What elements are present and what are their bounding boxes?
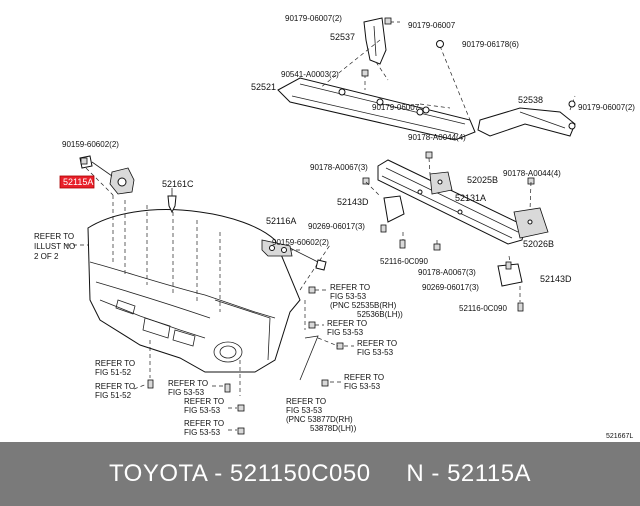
drawing-number: 521667L bbox=[606, 433, 633, 440]
fasteners-upper bbox=[361, 17, 576, 114]
label-52116a: 52116A bbox=[266, 216, 296, 226]
label-90159-60602-2-mid: 90159-60602(2) bbox=[272, 238, 329, 247]
refer-a-line1: REFER TO bbox=[330, 283, 370, 292]
refer-a-line2: FIG 53-53 bbox=[330, 292, 367, 301]
label-52116-0c090-left: 52116-0C090 bbox=[380, 257, 428, 266]
bracket-52537 bbox=[363, 17, 389, 81]
label-90269-06017-3-left: 90269-06017(3) bbox=[308, 222, 365, 231]
refer-c-line1: REFER TO bbox=[95, 359, 135, 368]
label-90179-06007-mid: 90179-06007 bbox=[372, 103, 420, 112]
fog-lamp-bracket bbox=[299, 335, 339, 381]
reference-callouts: REFER TO ILLUST NO 2 OF 2 REFER TO FIG 5… bbox=[34, 232, 403, 437]
label-90179-06178: 90179-06178(6) bbox=[462, 40, 519, 49]
refer-g-line1: REFER TO bbox=[184, 397, 224, 406]
refer-j-line2: FIG 53-53 bbox=[184, 428, 221, 437]
bracket-52116a bbox=[261, 239, 327, 271]
label-90178-a0067-3-bottom: 90178-A0067(3) bbox=[418, 268, 476, 277]
refer-h-line1: REFER TO bbox=[286, 397, 326, 406]
refer-h-line2: FIG 53-53 bbox=[286, 406, 323, 415]
refer-b-line2: FIG 53-53 bbox=[327, 328, 364, 337]
refer-a-line3: (PNC 52535B(RH) bbox=[330, 301, 397, 310]
label-90269-06017-3-right: 90269-06017(3) bbox=[422, 283, 479, 292]
bracket-52538 bbox=[477, 107, 576, 137]
refer-illust-line3: 2 OF 2 bbox=[34, 252, 59, 261]
label-52131a: 52131A bbox=[455, 193, 486, 203]
label-52143d-left: 52143D bbox=[337, 197, 369, 207]
label-52161c: 52161C bbox=[162, 179, 194, 189]
refer-e-line2: FIG 53-53 bbox=[168, 388, 205, 397]
label-90178-a0044-4-right: 90178-A0044(4) bbox=[503, 169, 561, 178]
lower-leaders bbox=[365, 157, 532, 302]
label-52538: 52538 bbox=[518, 95, 543, 105]
front-bumper-cover bbox=[87, 209, 301, 373]
reinforcement-52131a bbox=[377, 159, 526, 245]
parts-diagram: 90179-06007(2) 90179-06007 52537 90179-0… bbox=[34, 14, 635, 440]
label-90178-a0067-3-top: 90178-A0067(3) bbox=[310, 163, 368, 172]
label-52025b: 52025B bbox=[467, 175, 498, 185]
clip-52161c bbox=[167, 188, 177, 214]
refer-illust-line1: REFER TO bbox=[34, 232, 74, 241]
label-90178-a0044-4-top: 90178-A0044(4) bbox=[408, 133, 466, 142]
part-highlight-box bbox=[59, 175, 95, 189]
refer-b-line1: REFER TO bbox=[327, 319, 367, 328]
refer-j-line1: REFER TO bbox=[184, 419, 224, 428]
refer-f-line1: REFER TO bbox=[95, 382, 135, 391]
retainer-52115a bbox=[79, 155, 135, 196]
retainer-bar-52521 bbox=[277, 77, 476, 141]
refer-d-line1: REFER TO bbox=[357, 339, 397, 348]
label-90179-06007-2-right: 90179-06007(2) bbox=[578, 103, 635, 112]
part-labels: 90179-06007(2) 90179-06007 52537 90179-0… bbox=[62, 14, 635, 313]
refer-g-line2: FIG 53-53 bbox=[184, 406, 221, 415]
refer-c-line2: FIG 51-52 bbox=[95, 368, 132, 377]
label-52521: 52521 bbox=[251, 82, 276, 92]
refer-h-line4: 53878D(LH)) bbox=[310, 424, 357, 433]
bracket-52025b bbox=[429, 171, 453, 195]
label-52116-0c090-right: 52116-0C090 bbox=[459, 304, 507, 313]
refer-a-line4: 52536B(LH)) bbox=[357, 310, 403, 319]
refer-i-line1: REFER TO bbox=[344, 373, 384, 382]
fasteners-lower bbox=[80, 151, 535, 435]
label-52143d-right: 52143D bbox=[540, 274, 572, 284]
label-90541-a0003: 90541-A0003(2) bbox=[281, 70, 339, 79]
label-90159-60602-2-left: 90159-60602(2) bbox=[62, 140, 119, 149]
refer-h-line3: (PNC 53877D(RH) bbox=[286, 415, 353, 424]
label-52115a: 52115A bbox=[63, 177, 93, 187]
label-90179-06007-top: 90179-06007 bbox=[408, 21, 456, 30]
bracket-52026b bbox=[513, 207, 549, 239]
refer-d-line2: FIG 53-53 bbox=[357, 348, 394, 357]
label-52537: 52537 bbox=[330, 32, 355, 42]
refer-illust-line2: ILLUST NO bbox=[34, 242, 75, 251]
label-52026b: 52026B bbox=[523, 239, 554, 249]
refer-e-line1: REFER TO bbox=[168, 379, 208, 388]
refer-i-line2: FIG 53-53 bbox=[344, 382, 381, 391]
part-number-footer: TOYOTA - 521150C050 N - 52115A bbox=[0, 442, 640, 506]
footer-part-text: TOYOTA - 521150C050 N - 52115A bbox=[108, 460, 532, 487]
bumper-leaders bbox=[112, 195, 331, 396]
refer-f-line2: FIG 51-52 bbox=[95, 391, 132, 400]
label-90179-06007-2-top: 90179-06007(2) bbox=[285, 14, 342, 23]
spacer-52143d-left bbox=[383, 195, 405, 223]
